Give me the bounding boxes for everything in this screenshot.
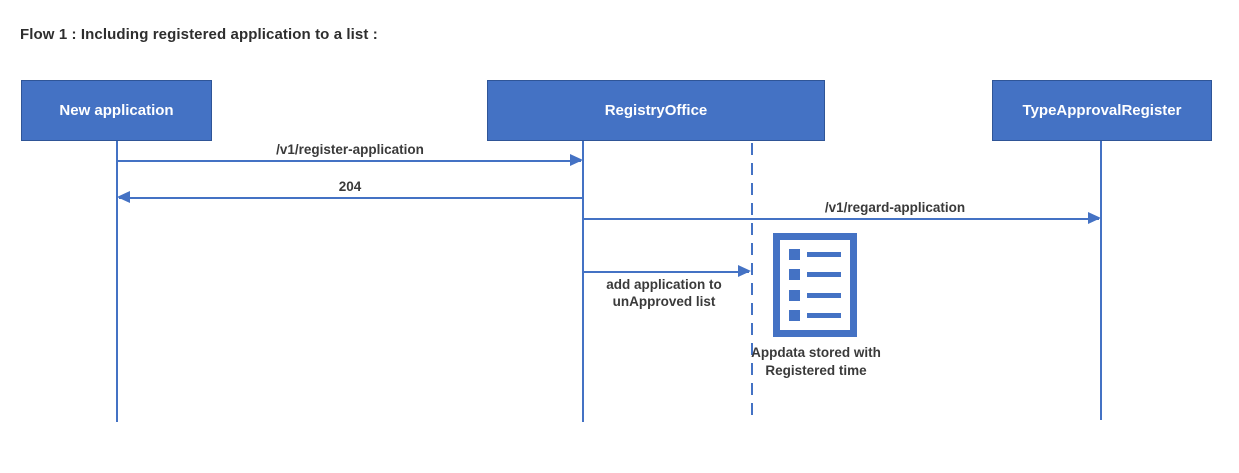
arrowhead-right-icon <box>1088 212 1101 224</box>
list-icon-row <box>789 249 841 260</box>
list-line <box>807 272 841 278</box>
list-icon-row <box>789 289 841 301</box>
actor-label: TypeApprovalRegister <box>1022 102 1182 119</box>
arrowhead-left-icon <box>117 191 130 203</box>
arrowhead-right-icon <box>570 154 583 166</box>
message-arrow-regard-application <box>583 212 1101 225</box>
list-icon-row <box>789 269 841 281</box>
message-arrow-add-application <box>583 265 751 278</box>
note-caption: Appdata stored with Registered time <box>751 345 881 378</box>
lifeline-new-application <box>116 141 118 422</box>
arrow-shaft <box>583 217 1099 220</box>
list-bullet <box>789 249 800 260</box>
lifeline-unapproved-list-dashed <box>751 143 753 420</box>
list-bullet <box>789 289 800 301</box>
list-line <box>807 252 841 257</box>
message-arrow-register-application <box>117 154 583 167</box>
arrow-shaft <box>117 159 581 162</box>
list-icon-row <box>789 309 841 321</box>
lifeline-type-approval-register <box>1100 141 1102 420</box>
arrow-shaft <box>119 196 583 199</box>
arrowhead-right-icon <box>738 265 751 277</box>
actor-label: RegistryOffice <box>604 102 708 119</box>
lifeline-registry-office <box>582 141 584 422</box>
list-bullet <box>789 269 800 281</box>
message-label-register-application: /v1/register-application <box>276 142 424 157</box>
message-label-regard-application: /v1/regard-application <box>824 200 966 215</box>
arrow-shaft <box>583 270 749 273</box>
list-icon <box>773 233 857 337</box>
actor-registry-office: RegistryOffice <box>487 80 825 141</box>
list-bullet <box>789 309 800 321</box>
message-label-204: 204 <box>338 179 362 194</box>
list-line <box>807 292 841 298</box>
actor-type-approval-register: TypeApprovalRegister <box>992 80 1212 141</box>
actor-label: New application <box>59 102 174 119</box>
list-line <box>807 312 841 318</box>
actor-new-application: New application <box>21 80 212 141</box>
message-label-add-application: add application to unApproved list <box>606 277 722 309</box>
diagram-title: Flow 1 : Including registered applicatio… <box>20 26 378 43</box>
message-arrow-204-response <box>117 191 583 204</box>
